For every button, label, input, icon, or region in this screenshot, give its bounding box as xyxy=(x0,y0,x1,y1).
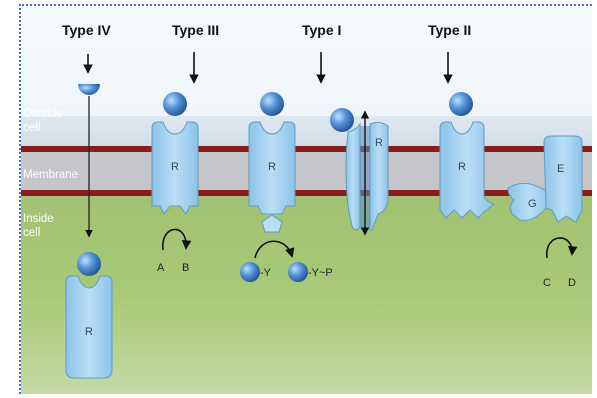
outside-label-line2: cell xyxy=(23,122,40,134)
kinase-receptor-ligand xyxy=(260,92,284,116)
effector-enzyme xyxy=(544,136,582,222)
product-b-label: B xyxy=(182,262,189,274)
product-yp-ball xyxy=(288,262,308,282)
effector-enzyme-label: E xyxy=(557,163,564,175)
membrane-band xyxy=(21,149,592,193)
membrane-label: Membrane xyxy=(23,169,78,181)
substrate-y-label: -Y xyxy=(260,267,272,279)
g-protein-label: G xyxy=(528,198,537,210)
gpcr-ligand xyxy=(449,92,473,116)
type-iii-receptor-label: R xyxy=(171,161,179,173)
type-iv-label: Type IV xyxy=(62,22,111,38)
channel-ligand xyxy=(330,108,354,132)
type-iv-ligand xyxy=(77,252,101,276)
type-ii-label: Type II xyxy=(428,22,471,38)
gpcr-receptor-label: R xyxy=(458,161,466,173)
substrate-a-label: A xyxy=(157,262,165,274)
type-iii-label: Type III xyxy=(172,22,219,38)
type-iv-receptor-label: R xyxy=(85,326,93,338)
substrate-y-ball xyxy=(240,262,260,282)
membrane-edge-top xyxy=(21,146,592,152)
inside-label-line1: Inside xyxy=(23,213,54,225)
product-d-label: D xyxy=(568,277,576,289)
membrane-edge-bottom xyxy=(21,190,592,196)
inside-label-line2: cell xyxy=(23,227,40,239)
kinase-receptor-label: R xyxy=(268,161,276,173)
channel-receptor-label: R xyxy=(375,137,383,149)
product-yp-label: -Y~P xyxy=(308,267,333,279)
substrate-c-label: C xyxy=(543,277,551,289)
type-i-label: Type I xyxy=(302,22,341,38)
outside-label-line1: Outside xyxy=(23,108,63,120)
type-iii-ligand xyxy=(163,92,187,116)
